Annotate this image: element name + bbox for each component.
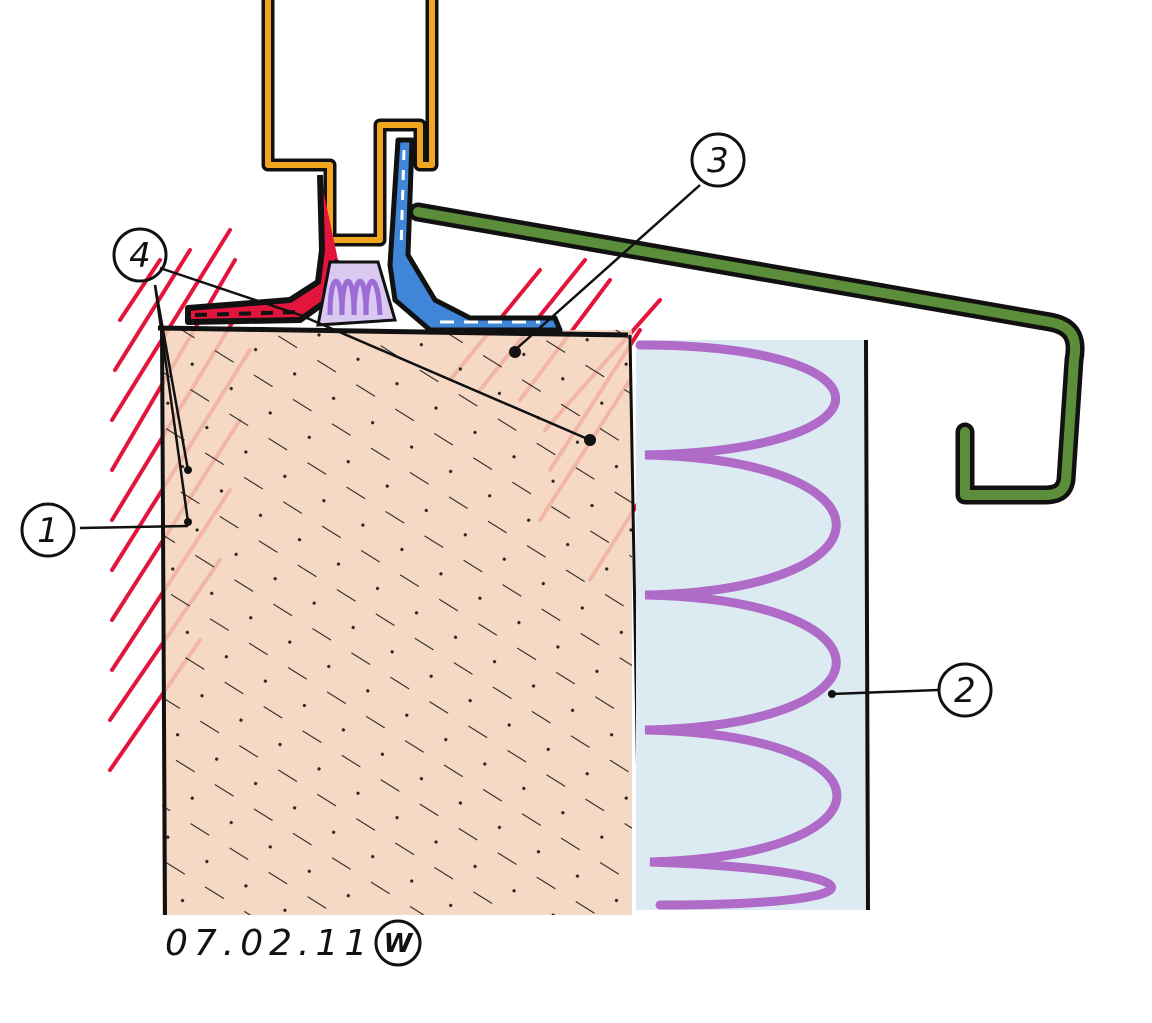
callout-4-label: 4	[129, 236, 151, 276]
callout-2: 2	[937, 662, 993, 718]
callout-3: 3	[690, 132, 746, 188]
outer-seal-membrane	[387, 137, 563, 333]
compressed-seal-tape	[316, 260, 397, 327]
callout-4: 4	[112, 227, 168, 283]
insulation-layer	[635, 339, 870, 911]
callout-3-label: 3	[707, 141, 729, 181]
author-initials-label: W	[384, 929, 414, 959]
leader-lines	[79, 184, 939, 696]
sealing-membrane	[185, 174, 341, 325]
masonry-wall	[160, 329, 642, 916]
window-sill	[408, 202, 1085, 505]
callout-1-label: 1	[37, 511, 59, 551]
drawing-date: 07.02.11	[165, 923, 373, 964]
callout-2-label: 2	[954, 671, 976, 711]
author-initials: W	[374, 919, 422, 967]
window-frame	[261, 0, 439, 247]
wall-top-edge	[157, 325, 629, 338]
callout-1: 1	[20, 502, 76, 558]
leader-dots	[184, 346, 836, 698]
